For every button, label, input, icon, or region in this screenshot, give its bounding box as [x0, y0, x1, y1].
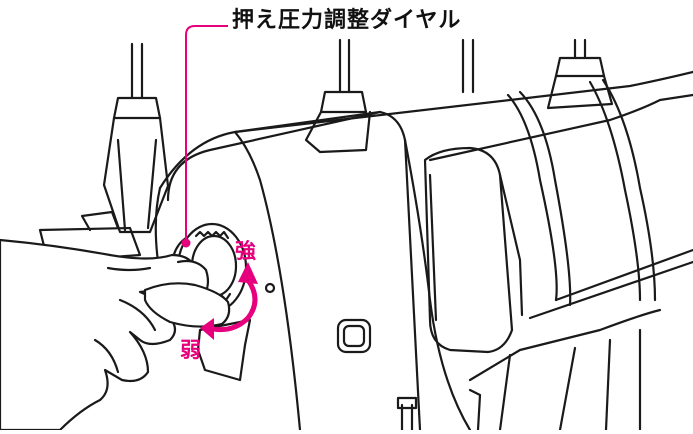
side-cover-latch	[423, 146, 524, 354]
curved-arrow-icon	[200, 262, 258, 340]
strong-label: 強	[235, 239, 256, 263]
presser-area	[196, 318, 482, 432]
machine-body	[154, 70, 693, 432]
thread-stand	[130, 38, 587, 100]
weak-label: 弱	[180, 338, 201, 362]
dial-callout-title: 押え圧力調整ダイヤル	[232, 8, 462, 33]
hand	[0, 238, 231, 432]
callout-leader	[181, 25, 228, 248]
indicator-dot	[264, 282, 276, 294]
small-button	[336, 318, 372, 354]
front-face-edge	[166, 110, 382, 202]
spool-pins	[102, 56, 614, 234]
